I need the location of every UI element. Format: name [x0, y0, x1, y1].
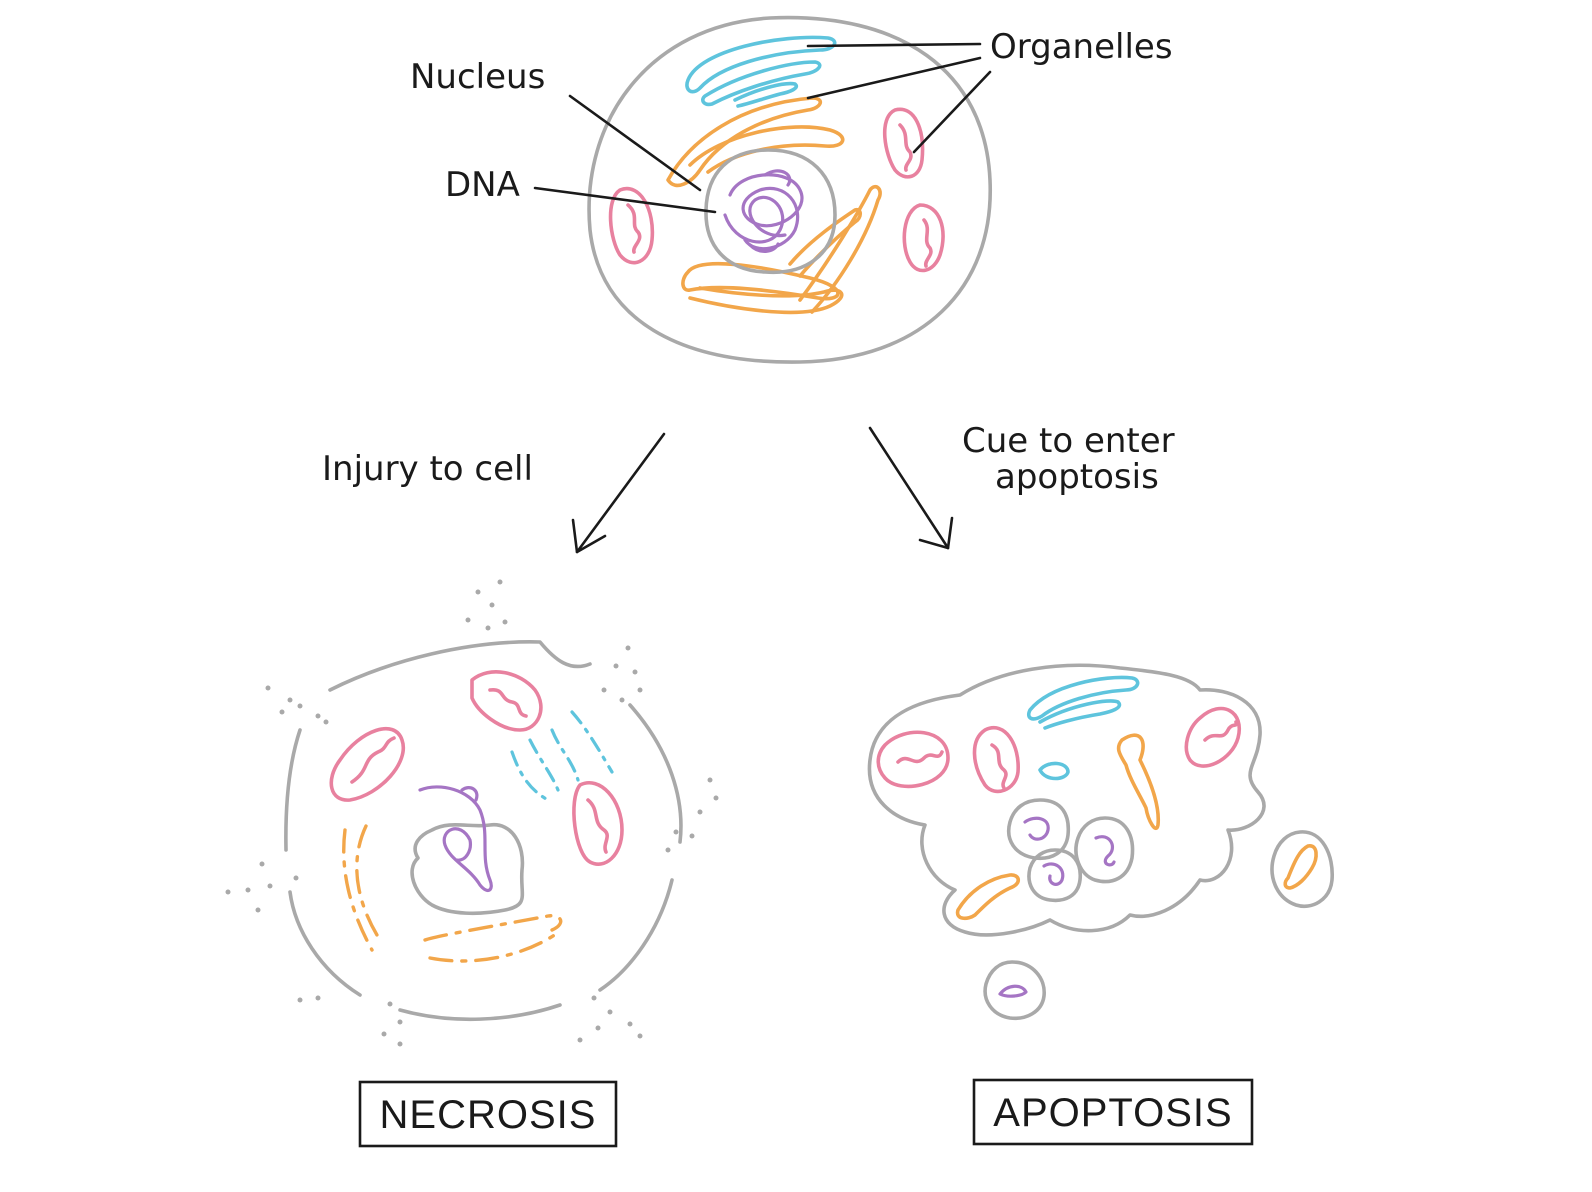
apoptotic-er [955, 733, 1161, 921]
fragmented-golgi [510, 710, 614, 802]
condensed-nucleus [410, 823, 525, 916]
apoptotic-body-orange [1270, 830, 1334, 908]
organelles-pointer-golgi [806, 42, 982, 48]
cue-label-line1: Cue to enter [962, 421, 1175, 461]
ruptured-membrane [284, 640, 683, 1022]
apoptotic-body-purple [983, 960, 1046, 1021]
apoptotic-mitochondria [876, 706, 1242, 794]
nucleus-label: Nucleus [410, 57, 545, 97]
necrosis-box: NECROSIS [358, 1080, 618, 1148]
apoptotic-golgi [1026, 675, 1140, 781]
organelles-label: Organelles [990, 27, 1173, 67]
nucleus [704, 148, 837, 275]
cell-debris [225, 579, 719, 1047]
nucleus-pointer [568, 94, 702, 192]
necrosis-label: NECROSIS [380, 1093, 597, 1137]
mitochondria [608, 107, 945, 273]
apoptosis-box: APOPTOSIS [972, 1078, 1254, 1146]
healthy-cell [587, 15, 992, 364]
dna-strands [723, 169, 804, 253]
cell-membrane [587, 15, 992, 364]
fragmented-er [342, 824, 563, 963]
necrotic-mitochondria [329, 670, 624, 866]
apoptosis-label: APOPTOSIS [993, 1091, 1232, 1135]
arrow-to-apoptosis [868, 426, 954, 550]
necrotic-cell [225, 579, 719, 1047]
apoptotic-cell [867, 663, 1266, 937]
injury-label: Injury to cell [322, 449, 533, 489]
golgi-apparatus [685, 35, 837, 108]
cue-label-line2: apoptosis [995, 457, 1159, 497]
organelles-pointer-mito [912, 70, 992, 154]
blebbing-membrane [867, 663, 1266, 937]
endoplasmic-reticulum [666, 96, 882, 315]
arrow-to-necrosis [571, 432, 666, 554]
organelles-pointer-er [806, 56, 982, 100]
nuclear-fragments [1007, 798, 1135, 903]
dna-pointer [533, 186, 717, 214]
dna-fragment [418, 785, 493, 892]
dna-label: DNA [445, 165, 520, 205]
